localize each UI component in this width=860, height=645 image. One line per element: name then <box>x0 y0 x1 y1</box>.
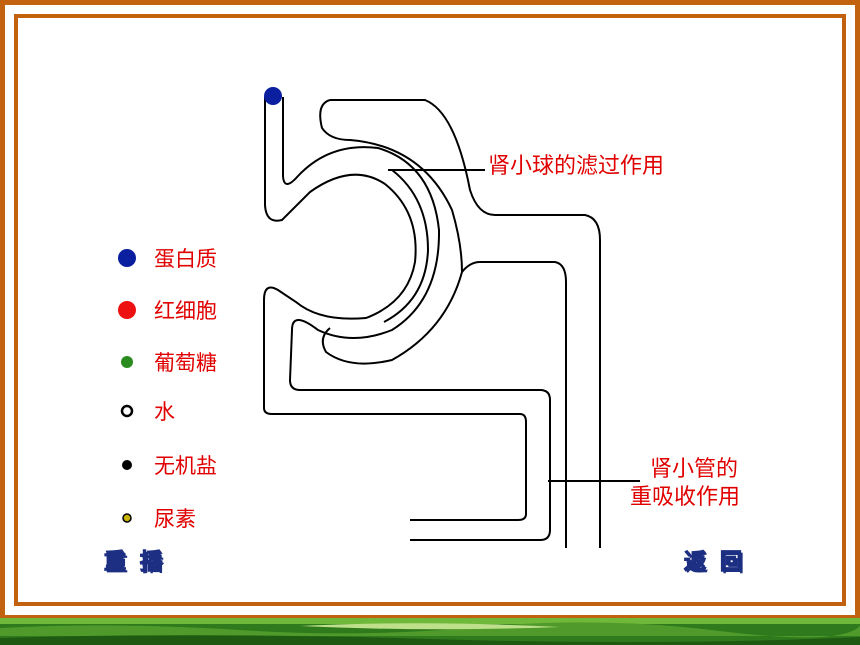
legend-label: 蛋白质 <box>154 247 217 271</box>
legend-item-red-blood-cell: 红细胞 <box>112 295 217 325</box>
ringed-dot-icon <box>112 507 142 529</box>
legend-label: 红细胞 <box>154 299 217 323</box>
tubule-reabsorption-label-line2: 重吸收作用 <box>630 485 741 510</box>
back-button[interactable]: 返 回 <box>683 544 743 576</box>
glomerulus-filtration-label: 肾小球的滤过作用 <box>488 154 665 179</box>
hollow-circle-icon <box>112 400 142 422</box>
glomerulus-inner <box>383 169 430 323</box>
green-dot-icon <box>112 351 142 373</box>
legend-item-protein: 蛋白质 <box>112 243 217 273</box>
capsule-inner-wall <box>319 99 567 548</box>
legend-label: 葡萄糖 <box>154 351 217 375</box>
legend-item-inorganic-salt: 无机盐 <box>112 450 217 480</box>
back-char-1: 返 <box>683 550 707 576</box>
grass-decoration <box>0 618 860 645</box>
replay-char-1: 重 <box>103 550 127 576</box>
protein-particle <box>264 87 282 105</box>
bowmans-capsule <box>330 99 601 548</box>
legend-item-glucose: 葡萄糖 <box>112 347 217 377</box>
red-dot-icon <box>112 299 142 321</box>
legend-label: 水 <box>154 400 175 424</box>
legend-item-urea: 尿素 <box>112 503 196 533</box>
legend-item-water: 水 <box>112 396 175 426</box>
black-dot-icon <box>112 454 142 476</box>
legend-label: 尿素 <box>154 507 196 531</box>
efferent-vessel <box>282 97 551 541</box>
blue-dot-icon <box>112 247 142 269</box>
tubule-reabsorption-label-line1: 肾小管的 <box>650 457 739 482</box>
legend-label: 无机盐 <box>154 454 217 478</box>
replay-button[interactable]: 重 播 <box>103 544 163 576</box>
replay-char-2: 播 <box>140 550 163 576</box>
slide-canvas <box>14 14 846 606</box>
capsule-lower-wall <box>321 271 463 365</box>
back-char-2: 回 <box>720 550 743 576</box>
afferent-vessel <box>263 97 527 521</box>
